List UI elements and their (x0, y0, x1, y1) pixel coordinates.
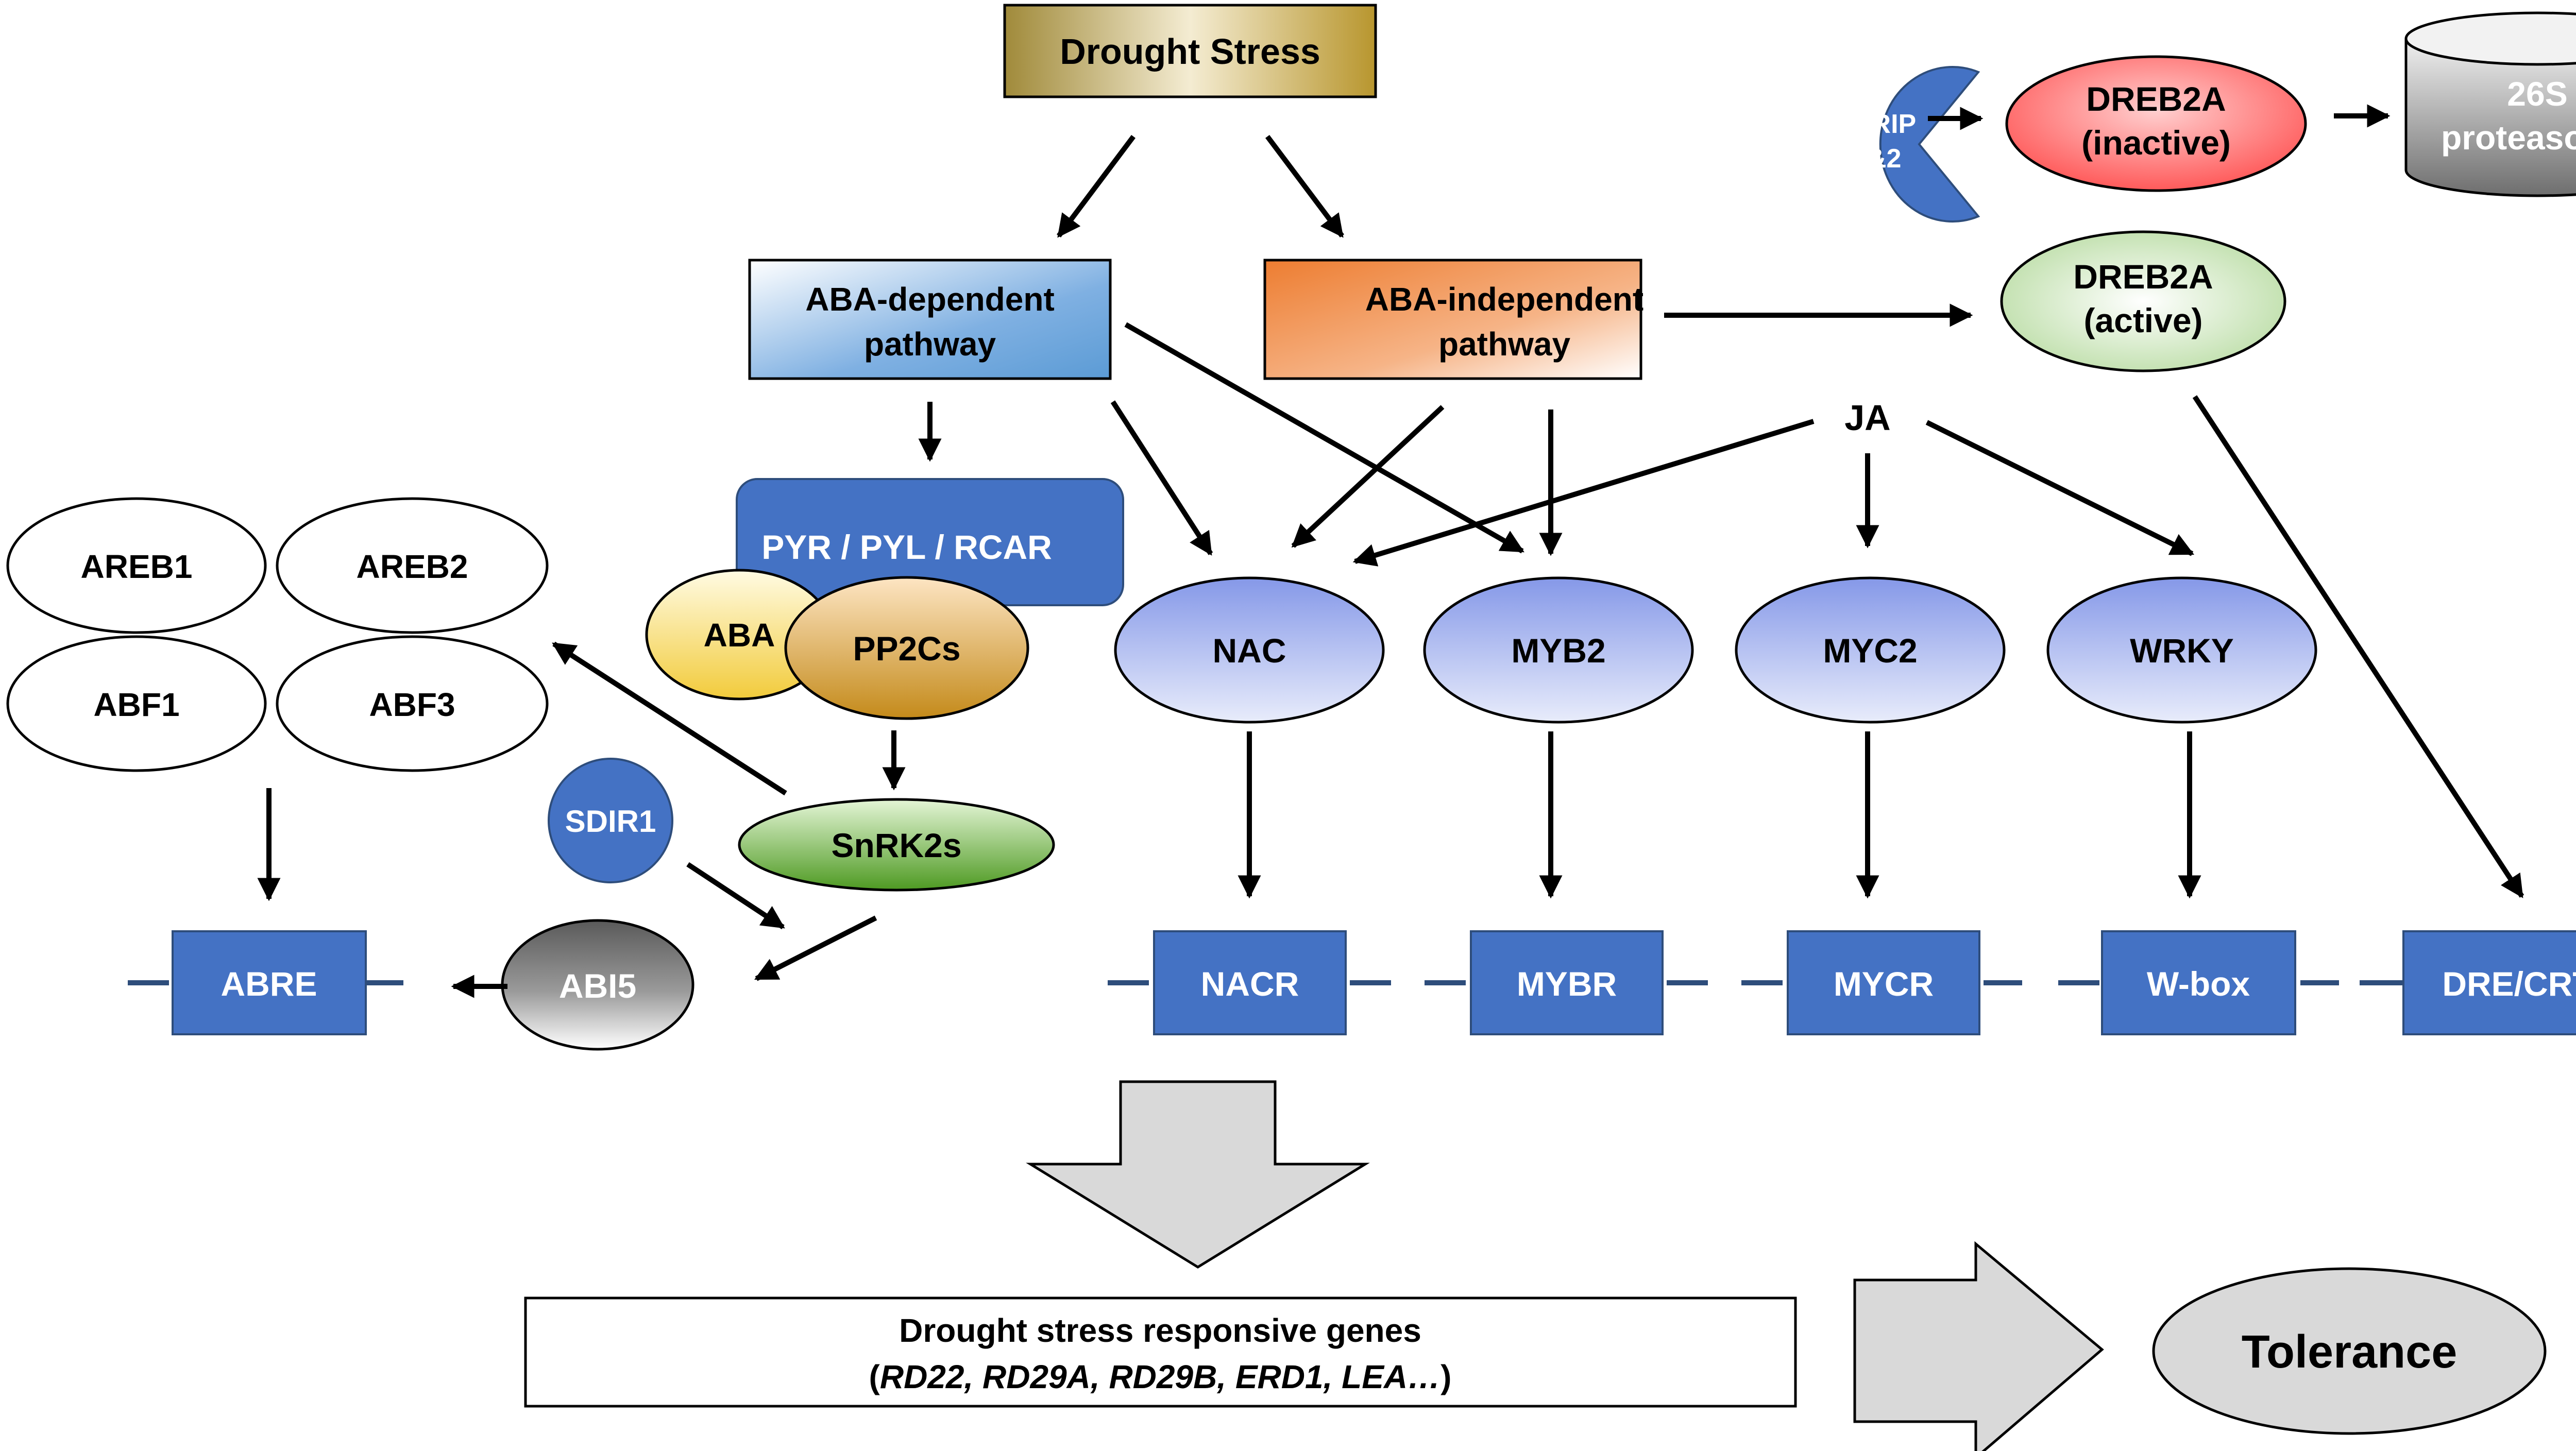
proteasome-line1: 26S (2507, 75, 2567, 113)
abf3-label: ABF3 (369, 686, 455, 723)
dreb2a-active-line2: (active) (2083, 301, 2202, 339)
areb1-node: AREB1 (6, 497, 267, 634)
arrows (257, 104, 2524, 998)
arrow-stress-to-aba-dependent (1057, 134, 1136, 238)
snrk2s-node: SnRK2s (738, 798, 1055, 892)
drip-line1: DRIP (1852, 109, 1916, 139)
responsive-genes-title: Drought stress responsive genes (899, 1312, 1421, 1349)
cis-mybr-label: MYBR (1517, 965, 1617, 1003)
pp2cs-label: PP2Cs (853, 629, 960, 668)
dreb2a-inactive-node: DREB2A (inactive) (2005, 55, 2307, 192)
areb2-label: AREB2 (357, 548, 468, 585)
abi5-label: ABI5 (559, 967, 636, 1005)
cis-mybr: MYBR (1470, 930, 1664, 1035)
arrow-aba-dependent-to-nac (1110, 400, 1213, 556)
arrow-sdir1-to-abi5 (686, 862, 785, 930)
cis-mycr: MYCR (1787, 930, 1980, 1035)
big-right-arrow (1853, 1241, 2104, 1451)
aba-node: ABA (645, 569, 834, 701)
arrow-ja-to-wrky (1925, 420, 2195, 556)
drip-line2: 1&2 (1852, 144, 1901, 174)
abf1-node: ABF1 (6, 635, 267, 772)
aba-label: ABA (704, 617, 775, 654)
drought-stress-label: Drought Stress (1060, 31, 1320, 72)
arrow-snrk2s-to-abi5 (754, 915, 877, 981)
cis-wbox: W-box (2101, 930, 2296, 1035)
dreb2a-inactive-line1: DREB2A (2086, 80, 2226, 118)
big-down-arrow (1026, 1080, 1370, 1269)
cis-abre-label: ABRE (221, 965, 317, 1003)
tf-myb2-label: MYB2 (1511, 631, 1605, 670)
arrow-snrk2s-to-areb (552, 641, 787, 796)
tf-myc2-label: MYC2 (1823, 631, 1917, 670)
cis-nacr: NACR (1153, 930, 1347, 1035)
tf-nac-node: NAC (1114, 576, 1385, 724)
areb2-node: AREB2 (276, 497, 549, 634)
tf-myb2-node: MYB2 (1423, 576, 1694, 724)
drought-stress-node: Drought Stress (1003, 4, 1377, 98)
aba-independent-line2: pathway (1438, 326, 1570, 363)
responsive-genes-box: Drought stress responsive genes (RD22, R… (524, 1296, 1797, 1408)
cis-wbox-label: W-box (2147, 965, 2250, 1003)
tf-wrky-node: WRKY (2046, 576, 2317, 724)
receptor-label: PYR / PYL / RCAR (761, 528, 1052, 566)
ja-label: JA (1844, 398, 1890, 438)
tolerance-label: Tolerance (2242, 1326, 2458, 1378)
tf-myc2-node: MYC2 (1735, 576, 2006, 724)
cis-nacr-label: NACR (1201, 965, 1299, 1003)
abi5-node: ABI5 (501, 919, 694, 1051)
abf3-node: ABF3 (276, 635, 549, 772)
dreb2a-active-node: DREB2A (active) (2000, 230, 2286, 372)
abf1-label: ABF1 (93, 686, 179, 723)
arrow-ja-to-nac (1352, 419, 1815, 567)
sdir1-label: SDIR1 (565, 804, 656, 839)
dreb2a-active-line1: DREB2A (2073, 258, 2213, 296)
areb1-label: AREB1 (81, 548, 193, 585)
arrow-aba-independent-to-nac (1291, 405, 1445, 548)
dreb2a-inactive-line2: (inactive) (2081, 124, 2231, 162)
aba-independent-node: ABA-independent pathway (1263, 259, 1643, 380)
arrow-aba-dependent-to-myb2 (1124, 322, 1524, 554)
tolerance-node: Tolerance (2152, 1267, 2547, 1435)
cis-dre-crt-label: DRE/CRT (2442, 965, 2576, 1003)
responsive-genes-list: (RD22, RD29A, RD29B, ERD1, LEA…) (869, 1358, 1452, 1395)
responsive-genes-names: RD22, RD29A, RD29B, ERD1, LEA… (880, 1358, 1440, 1395)
cis-dre-crt: DRE/CRT (2402, 930, 2576, 1035)
aba-independent-line1: ABA-independent (1365, 281, 1643, 318)
cis-abre: ABRE (172, 930, 367, 1035)
aba-dependent-line2: pathway (864, 326, 996, 363)
aba-dependent-line1: ABA-dependent (805, 281, 1055, 318)
proteasome-line2: proteasome (2441, 118, 2576, 157)
snrk2s-label: SnRK2s (831, 826, 961, 864)
arrow-stress-to-aba-independent (1265, 134, 1344, 238)
arrow-dreb2a-active-to-dre-crt (2192, 395, 2524, 898)
cis-mycr-label: MYCR (1834, 965, 1934, 1003)
tf-nac-label: NAC (1213, 631, 1286, 670)
pp2cs-node: PP2Cs (784, 576, 1029, 720)
aba-dependent-node: ABA-dependent pathway (748, 259, 1112, 380)
sdir1-node: SDIR1 (548, 758, 673, 883)
proteasome-node: 26S proteasome (2404, 11, 2576, 197)
drip-node: DRIP 1&2 (1852, 66, 1980, 223)
tf-wrky-label: WRKY (2130, 631, 2234, 670)
